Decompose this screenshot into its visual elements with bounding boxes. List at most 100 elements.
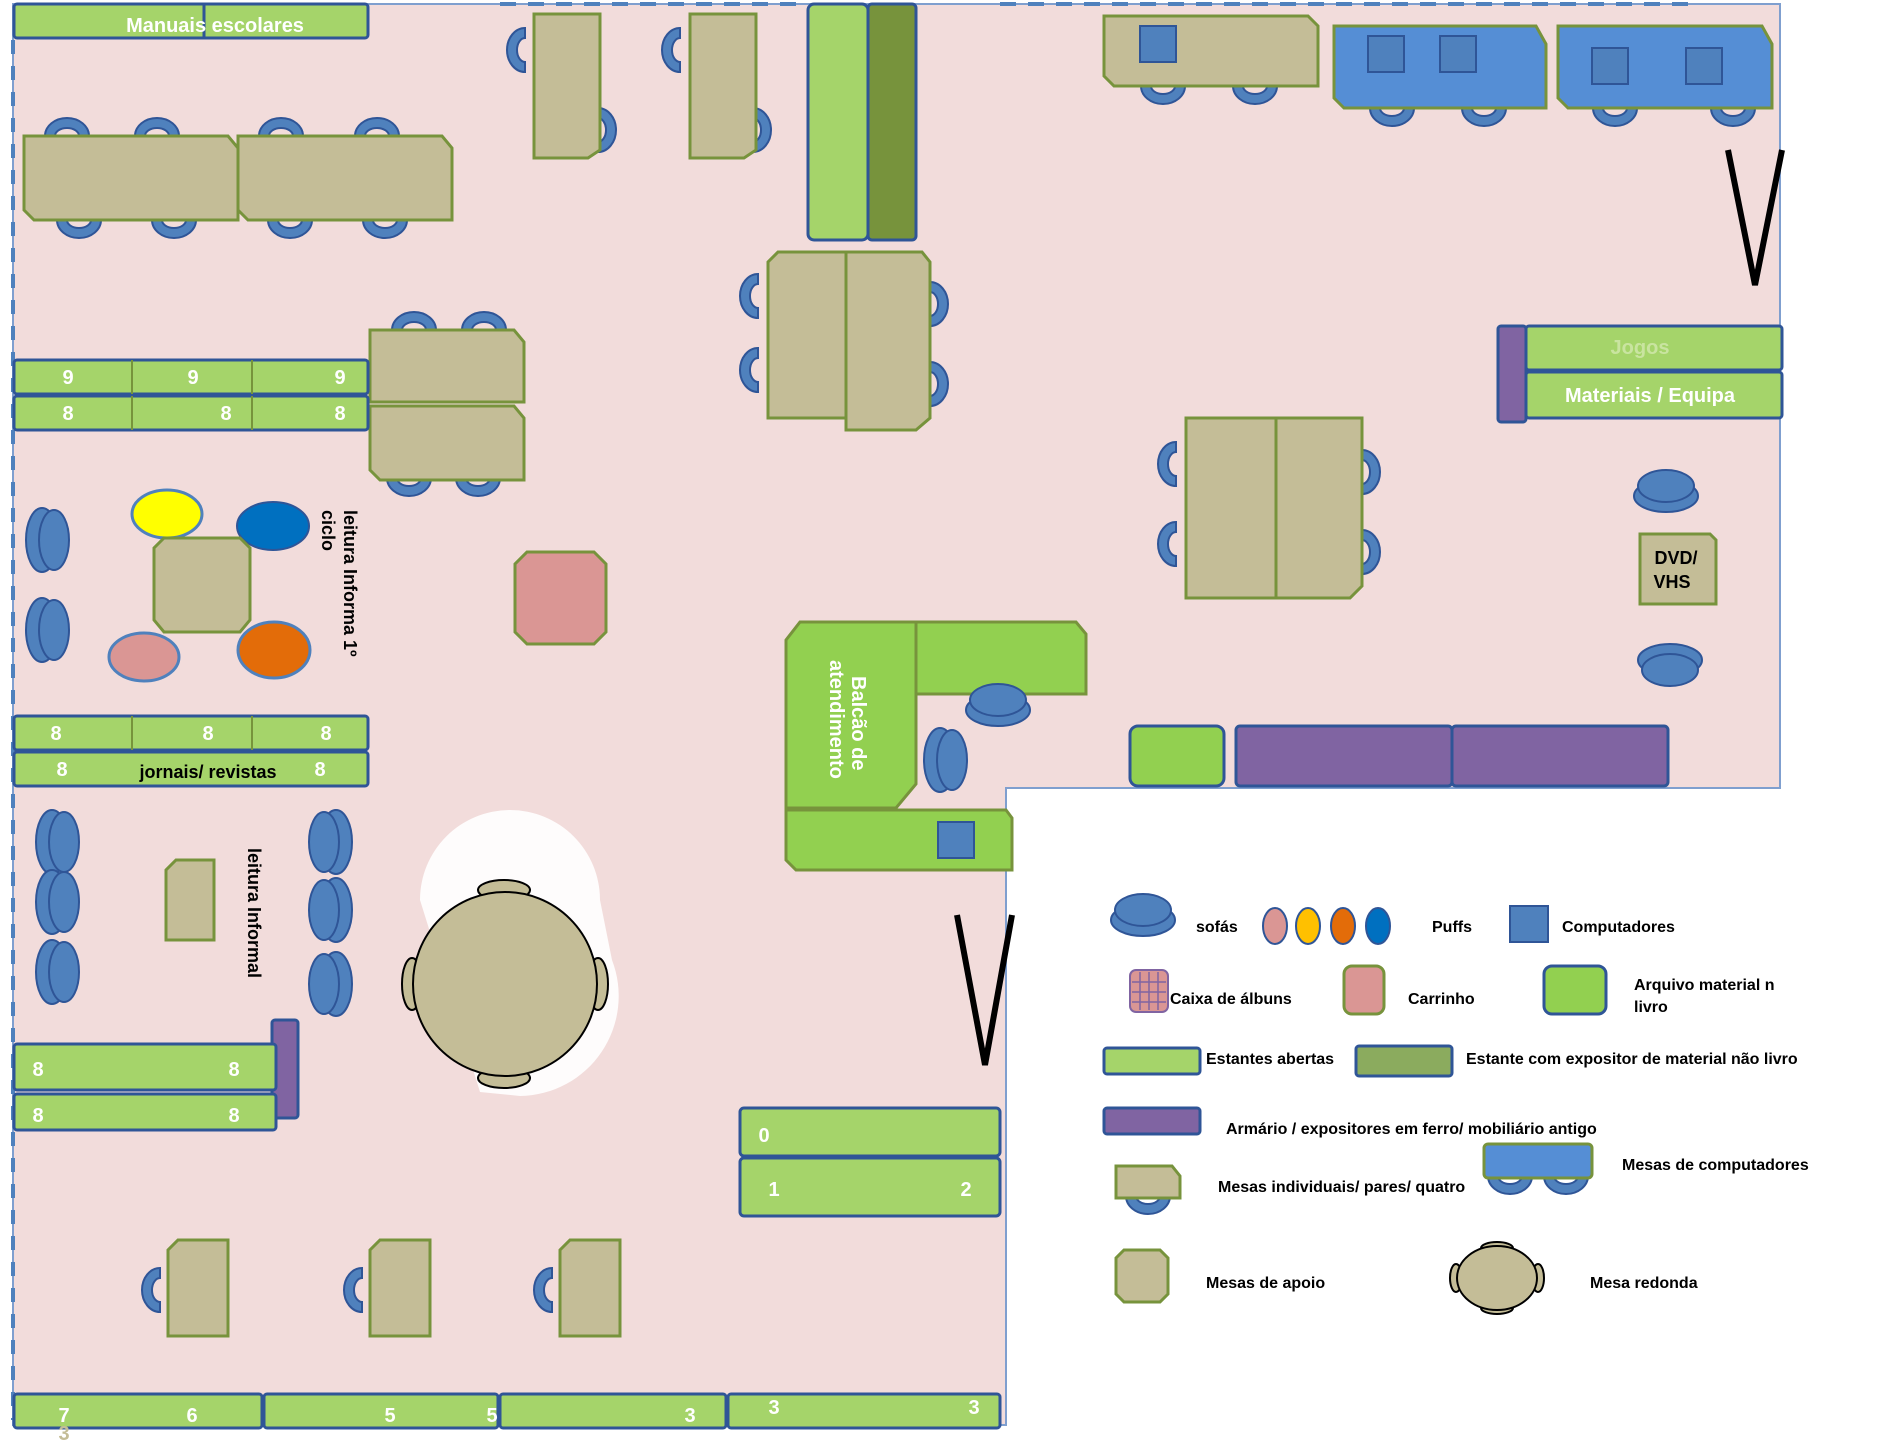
legend-mesas-apoio: Mesas de apoio xyxy=(1114,1248,1325,1304)
computer-desk-single xyxy=(1102,14,1320,105)
archive-non-book xyxy=(1128,724,1226,788)
shelf-number: 3 xyxy=(968,1397,979,1419)
puff-yellow xyxy=(130,488,204,540)
legend-label: livro xyxy=(1634,999,1668,1016)
shelf-number: 8 xyxy=(56,759,67,781)
puff-orange xyxy=(236,620,312,680)
legend-label: Mesas individuais/ pares/ quatro xyxy=(1218,1179,1465,1196)
legend-label: Mesas de computadores xyxy=(1622,1157,1809,1174)
shelf-manuais-escolares: Manuais escolares xyxy=(12,2,370,40)
legend-caixa-albuns: Caixa de álbuns xyxy=(1129,969,1292,1013)
shelf-number: 8 xyxy=(334,403,345,425)
shelf-number: 3 xyxy=(684,1405,695,1427)
shelf-number: 8 xyxy=(228,1059,239,1081)
door-marker-center xyxy=(954,914,1015,1066)
shelf-display-nonbook xyxy=(866,2,918,242)
manuais-label: Manuais escolares xyxy=(126,15,304,37)
study-table-bottom-b xyxy=(343,1238,432,1338)
legend-label: Arquivo material n xyxy=(1634,977,1774,994)
study-table-quad-right xyxy=(1157,416,1381,600)
study-table-bottom-c xyxy=(533,1238,622,1338)
reading-label-informal: leitura Informal xyxy=(244,848,264,978)
shelf-number: 3 xyxy=(58,1423,69,1443)
shelf-number: 8 xyxy=(320,723,331,745)
shelf-number: 5 xyxy=(486,1405,497,1427)
shelf-number: 8 xyxy=(32,1105,43,1127)
reading-label-first-cycle-2: ciclo xyxy=(318,510,338,551)
shelf-row-lower: 8 8 8 8 xyxy=(12,1018,300,1132)
shelf-number: 7 xyxy=(58,1405,69,1427)
reading-label-first-cycle: leitura Informa 1º xyxy=(340,510,360,657)
shelf-row-bottom: 7 6 5 5 3 3 3 3 xyxy=(12,1392,1002,1443)
door-marker-right xyxy=(1725,149,1785,286)
legend-armario: Armário / expositores em ferro/ mobiliár… xyxy=(1102,1106,1597,1138)
shelf-number: 8 xyxy=(314,759,325,781)
legend-carrinho: Carrinho xyxy=(1342,964,1475,1016)
dvd-label-2: VHS xyxy=(1653,572,1690,592)
legend-mesas-individuais: Mesas individuais/ pares/ quatro xyxy=(1114,1164,1465,1215)
computer-icon xyxy=(1685,47,1723,85)
study-table-quad-center xyxy=(739,250,949,432)
legend-estante-expositor: Estante com expositor de material não li… xyxy=(1354,1044,1798,1078)
puff-blue xyxy=(236,501,310,551)
dvd-vhs-stand: DVD/ VHS xyxy=(1633,469,1718,687)
cabinet-antique-b xyxy=(1450,724,1670,788)
shelf-open-vertical xyxy=(806,2,870,242)
counter-label-1: Balcão de xyxy=(847,676,869,770)
legend-arquivo: Arquivo material n livro xyxy=(1542,964,1774,1016)
service-counter: Balcão de atendimento xyxy=(784,620,1088,872)
shelf-number: 2 xyxy=(960,1179,971,1201)
shelf-row-middle: 8 8 8 8 8 jornais/ revistas xyxy=(12,714,370,788)
shelf-row-right: 0 1 2 xyxy=(738,1106,1002,1218)
shelf-number: 5 xyxy=(384,1405,395,1427)
legend-label: Carrinho xyxy=(1408,991,1475,1008)
legend-label: Puffs xyxy=(1432,919,1472,936)
legend-computadores: Computadores xyxy=(1509,905,1675,943)
legend-mesa-redonda: Mesa redonda xyxy=(1449,1241,1698,1315)
legend-label: Estantes abertas xyxy=(1206,1051,1334,1068)
legend-label: Armário / expositores em ferro/ mobiliár… xyxy=(1226,1121,1597,1138)
legend-label: sofás xyxy=(1196,919,1238,936)
cart xyxy=(513,550,608,646)
support-table xyxy=(164,858,216,942)
reading-area-first-cycle: leitura Informa 1º ciclo xyxy=(25,488,360,683)
shelf-number: 8 xyxy=(220,403,231,425)
legend-label: Mesas de apoio xyxy=(1206,1275,1325,1292)
shelf-jogos-materiais: Jogos Materiais / Equipa xyxy=(1496,324,1784,424)
legend-label: Caixa de álbuns xyxy=(1170,991,1292,1008)
computer-desk-b xyxy=(1556,24,1774,127)
legend-mesas-computadores: Mesas de computadores xyxy=(1482,1142,1809,1195)
shelf-number: 9 xyxy=(334,367,345,389)
jornais-label: jornais/ revistas xyxy=(138,762,276,782)
computer-icon xyxy=(1439,35,1477,73)
dvd-label-1: DVD/ xyxy=(1654,548,1697,568)
legend-puffs: Puffs xyxy=(1262,907,1472,945)
computer-desk-a xyxy=(1332,24,1548,127)
computer-icon xyxy=(937,821,975,859)
study-table-group-topleft xyxy=(22,117,454,239)
jogos-label: Jogos xyxy=(1611,337,1670,359)
computer-icon xyxy=(1367,35,1405,73)
puff-pink xyxy=(107,631,181,683)
study-table-pair-left xyxy=(368,311,526,497)
shelf-number: 0 xyxy=(758,1125,769,1147)
shelf-number: 9 xyxy=(187,367,198,389)
shelf-number: 9 xyxy=(62,367,73,389)
study-table-top-a xyxy=(506,12,617,160)
counter-label-2: atendimento xyxy=(825,660,847,779)
shelf-row-top: 9 9 9 8 8 8 xyxy=(12,358,370,432)
support-table xyxy=(152,536,252,634)
legend-sofas: sofás xyxy=(1110,893,1238,937)
cabinet-antique-a xyxy=(1234,724,1454,788)
legend: sofás Puffs Computadores Caixa de álbuns… xyxy=(1102,893,1809,1315)
shelf-number: 8 xyxy=(202,723,213,745)
legend-label: Estante com expositor de material não li… xyxy=(1466,1051,1798,1068)
shelf-number: 8 xyxy=(50,723,61,745)
legend-estantes-abertas: Estantes abertas xyxy=(1102,1046,1334,1076)
shelf-number: 8 xyxy=(32,1059,43,1081)
computer-icon xyxy=(1591,47,1629,85)
round-table xyxy=(401,810,619,1096)
reading-area-informal: leitura Informal xyxy=(35,809,353,1017)
legend-label: Mesa redonda xyxy=(1590,1275,1698,1292)
